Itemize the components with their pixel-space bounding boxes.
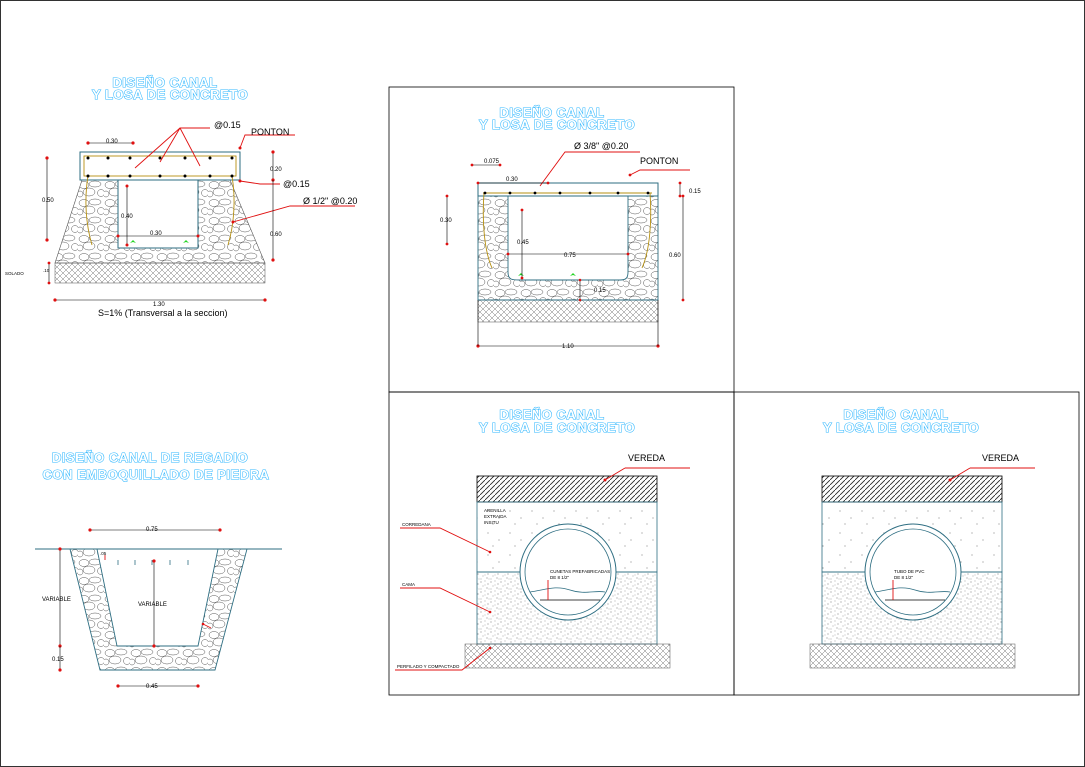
d1-dim-020: 0.20 xyxy=(270,167,282,173)
detail-1-title-line1: DISEÑO CANAL xyxy=(113,75,218,90)
d4-arenilla-3: INSITU xyxy=(484,520,499,525)
d2-variable-center: VARIABLE xyxy=(138,602,167,608)
d4-tubo-2: DE 8 1/2" xyxy=(550,575,570,580)
d2-dim-015: 0.15 xyxy=(52,657,64,663)
detail-1-canal-losa: DISEÑO CANAL Y LOSA DE CONCRETO PONTON xyxy=(5,74,357,318)
detail-5-title-line1: DISEÑO CANAL xyxy=(844,407,949,422)
d4-tubo-1: CUNETAS PREFABRICADAS xyxy=(550,569,610,574)
d1-dim-030: 0.30 xyxy=(106,139,118,145)
d2-dim-075: 0.75 xyxy=(146,527,158,533)
d1-dim-035: 0.30 xyxy=(150,231,162,237)
d4-vereda: VEREDA xyxy=(628,453,665,463)
d1-dim-050: 0.50 xyxy=(42,198,54,204)
panel-frames xyxy=(388,86,1080,696)
d2-variable-left: VARIABLE xyxy=(42,597,71,603)
d4-arenilla-1: ARENILLA xyxy=(484,508,506,513)
d1-dim-10: .10 xyxy=(43,268,50,273)
d1-slope: S=1% (Transversal a la seccion) xyxy=(98,308,227,318)
d3-d015: 0.15 xyxy=(689,189,701,195)
d5-vereda: VEREDA xyxy=(982,453,1019,463)
d1-dim-040: 0.40 xyxy=(121,214,133,220)
d1-ponton: PONTON xyxy=(251,127,289,137)
d3-d075: 0.75 xyxy=(564,253,576,259)
d2-dim-045: 0.45 xyxy=(146,684,158,690)
d1-solado: SOLADO xyxy=(5,271,24,276)
d3-d110: 1.10 xyxy=(562,344,574,350)
detail-2-title-line1: DISEÑO CANAL DE REGADIO xyxy=(52,450,248,465)
d3-d045: 0.45 xyxy=(517,240,529,246)
d3-d0075: 0.075 xyxy=(484,159,500,165)
d1-rebar-top: @0.15 xyxy=(214,120,241,130)
detail-2-canal-regadio: DISEÑO CANAL DE REGADIO CON EMBOQUILLADO… xyxy=(35,449,282,690)
d3-d060: 0.60 xyxy=(669,253,681,259)
detail-2-title-line2: CON EMBOQUILLADO DE PIEDRA xyxy=(43,467,270,482)
d5-tubo-1: TUBO DE PVC xyxy=(894,569,925,574)
d4-cama-sup: CORREDANA xyxy=(402,522,431,527)
detail-4-title-line1: DISEÑO CANAL xyxy=(500,407,605,422)
d3-ponton: PONTON xyxy=(640,156,678,166)
detail-5-title-line2: Y LOSA DE CONCRETO xyxy=(823,420,979,435)
d3-d015b: 0.15 xyxy=(594,288,606,294)
d4-arenilla-2: EXTRAIDA xyxy=(484,514,507,519)
d4-cama: CAMA xyxy=(402,582,415,587)
detail-3-canal-losa: DISEÑO CANAL Y LOSA DE CONCRETO Ø 3/8" @… xyxy=(440,104,701,350)
d3-d030a: 0.30 xyxy=(506,177,518,183)
d1-rebar-side: @0.15 xyxy=(283,179,310,189)
d5-tubo-2: DE 8 1/2" xyxy=(894,575,914,580)
detail-5-tubo-pvc: DISEÑO CANAL Y LOSA DE CONCRETO VEREDA T… xyxy=(809,406,1035,669)
d3-rebar: Ø 3/8" @0.20 xyxy=(574,141,628,151)
d1-rebar-dia: Ø 1/2" @0.20 xyxy=(303,196,357,206)
d3-d030b: 0.30 xyxy=(440,218,452,224)
detail-1-title-line2: Y LOSA DE CONCRETO xyxy=(92,87,248,102)
d4-perfilado: PERFILADO Y COMPACTADO xyxy=(397,664,460,669)
d2-small: .05 xyxy=(100,551,107,556)
detail-3-title-line2: Y LOSA DE CONCRETO xyxy=(479,117,635,132)
d1-dim-130: 1.30 xyxy=(153,302,165,308)
d1-dim-060: 0.60 xyxy=(270,232,282,238)
detail-4-tubo-vereda: DISEÑO CANAL Y LOSA DE CONCRETO VEREDA A… xyxy=(395,406,690,671)
detail-3-title-line1: DISEÑO CANAL xyxy=(500,105,605,120)
detail-4-title-line2: Y LOSA DE CONCRETO xyxy=(479,420,635,435)
